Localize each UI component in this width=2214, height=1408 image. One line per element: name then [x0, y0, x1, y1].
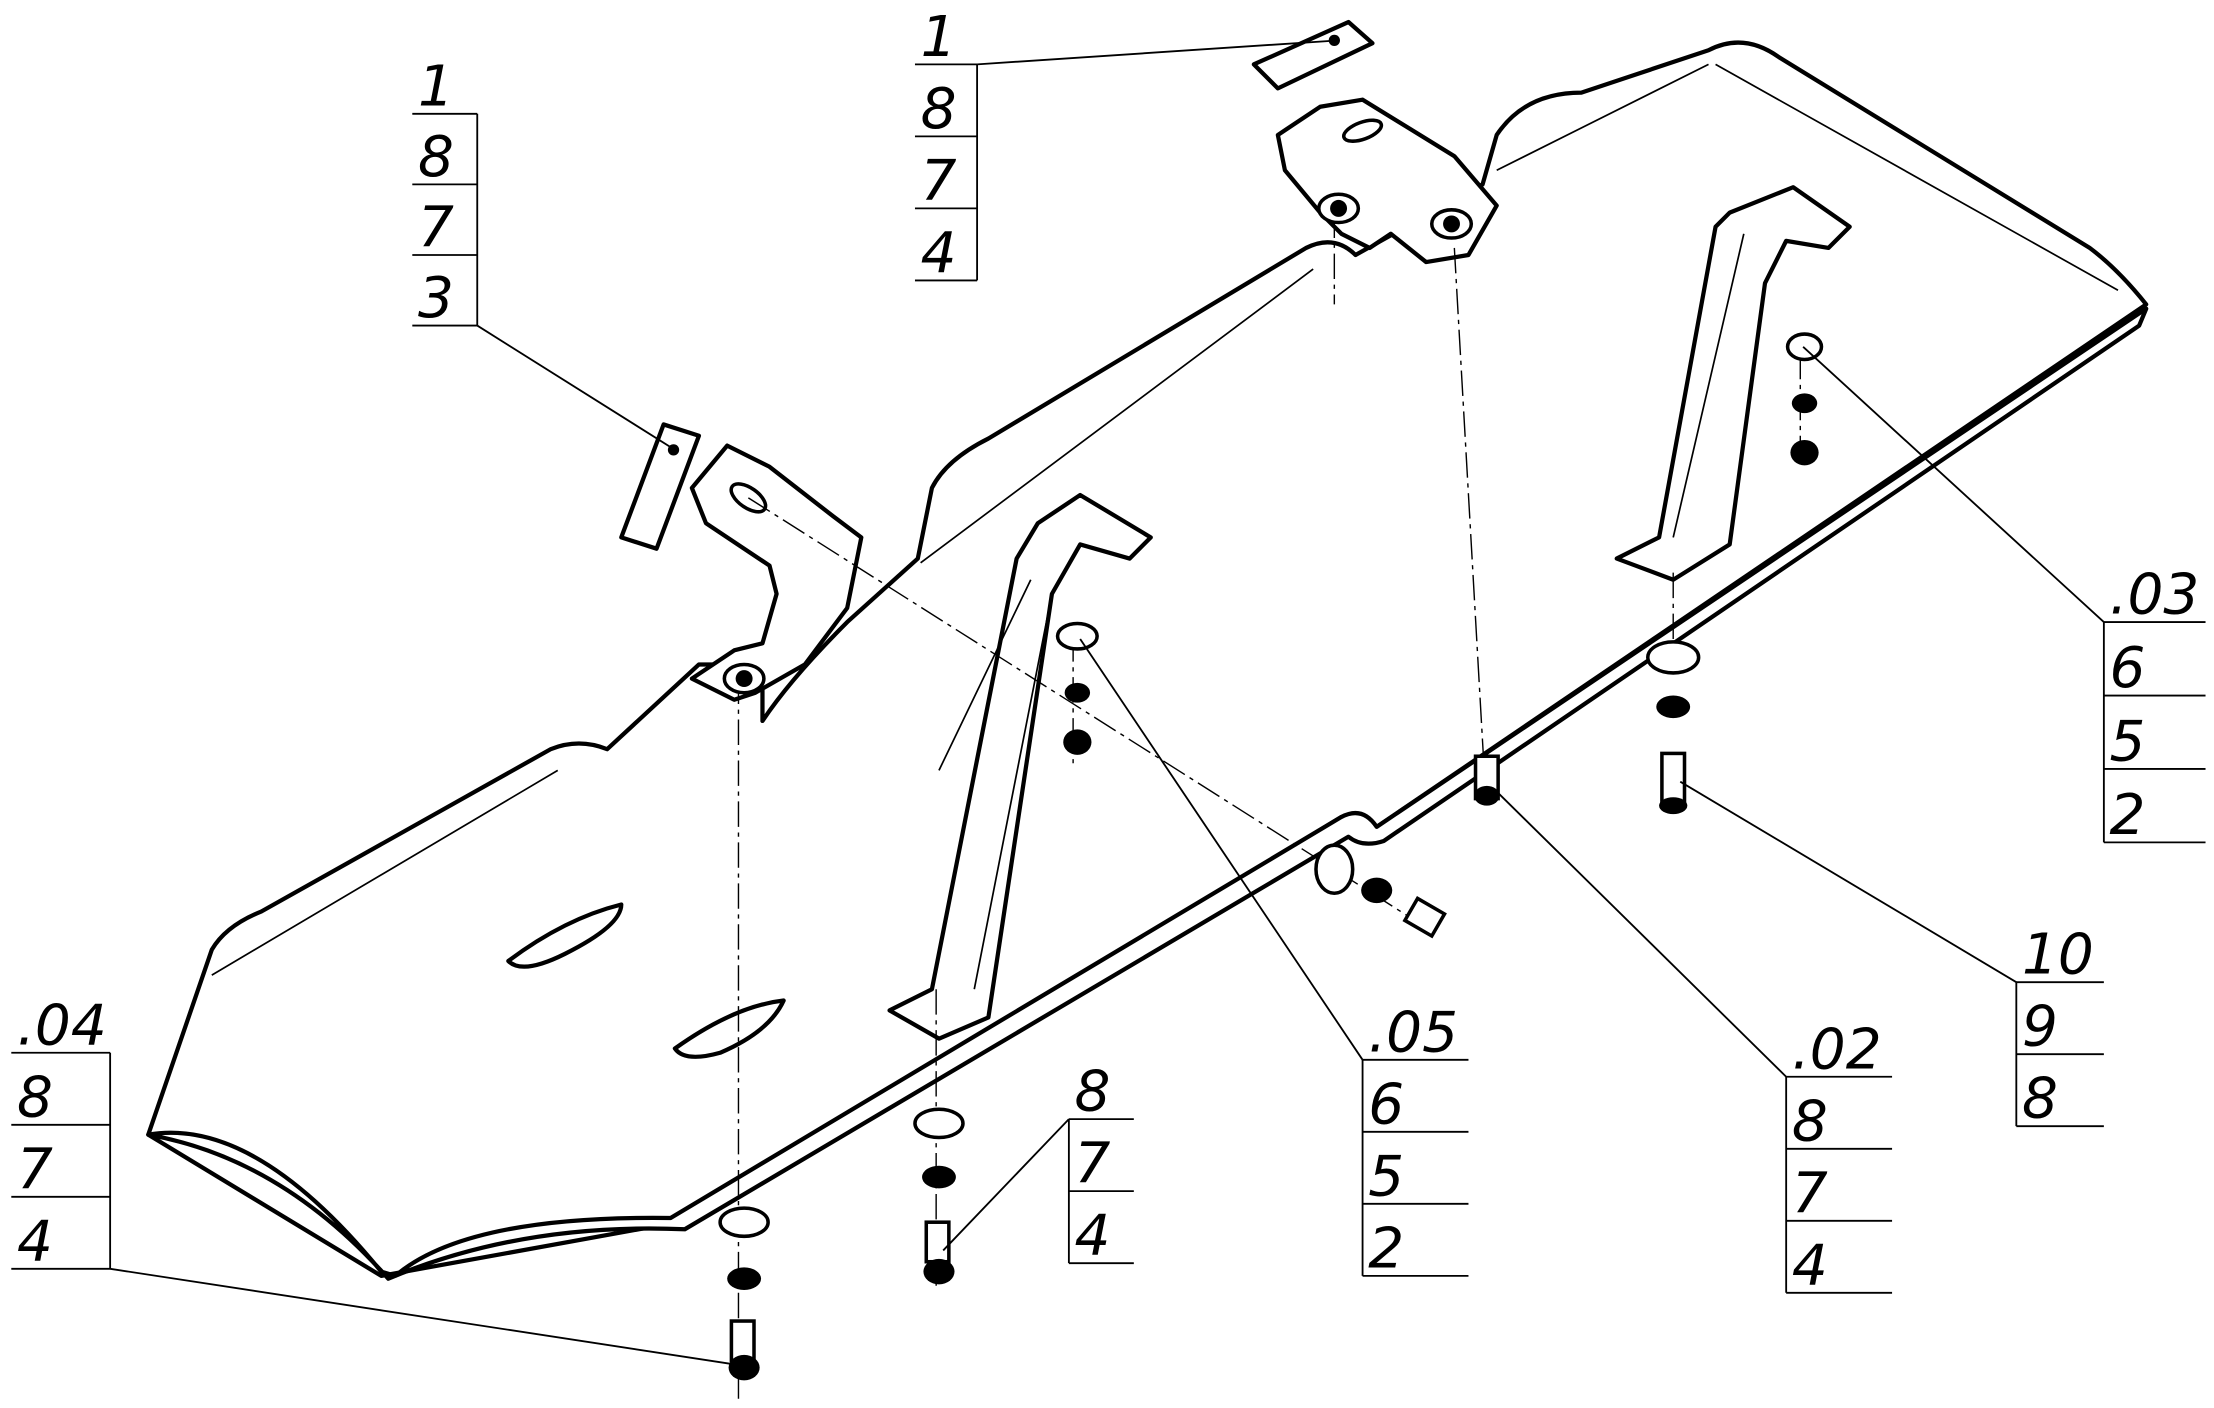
callout-e: .02 8 7 4 [1496, 790, 1893, 1298]
callout-label: .05 [1368, 1000, 1458, 1065]
leader-line [109, 1267, 738, 1366]
callout-label: .03 [2110, 563, 2200, 628]
bracket-front-left [887, 492, 1153, 1041]
callout-h: .04 8 7 4 [11, 993, 738, 1366]
callout-label: 8 [1792, 1089, 1828, 1154]
leader-line [1496, 790, 1787, 1078]
callout-label: 7 [1075, 1132, 1111, 1197]
callout-label: .04 [17, 993, 107, 1058]
callout-f: .05 6 5 2 [1079, 638, 1469, 1281]
callout-label: 4 [17, 1209, 53, 1274]
callout-label: 4 [921, 221, 957, 286]
callout-label: 7 [17, 1137, 53, 1202]
callout-label: 8 [2022, 1067, 2058, 1132]
callout-label: 6 [1368, 1072, 1404, 1137]
callout-label: 10 [2022, 923, 2094, 988]
callout-label: 7 [1792, 1161, 1828, 1226]
callout-label: 3 [418, 266, 454, 331]
callout-label: 9 [2022, 995, 2058, 1060]
callout-g: 8 7 4 [942, 1060, 1134, 1269]
leader-line [476, 324, 676, 451]
callout-label: 5 [1368, 1144, 1404, 1209]
skid-plate [146, 40, 2149, 1281]
leader-line [1679, 780, 2017, 983]
callout-label: 8 [1075, 1060, 1111, 1125]
callout-label: 1 [418, 54, 454, 119]
fasteners [718, 192, 1824, 1381]
callout-c: .03 6 5 2 [1802, 346, 2206, 848]
callout-label: 2 [2110, 783, 2146, 848]
callout-label: .02 [1792, 1017, 1882, 1082]
callout-label: 8 [921, 77, 957, 142]
callout-label: 7 [418, 196, 454, 261]
callout-label: 4 [1075, 1204, 1111, 1269]
leader-line [942, 1118, 1070, 1252]
callout-label: 8 [418, 125, 454, 190]
leader-line [1802, 346, 2105, 623]
callout-label: 5 [2110, 709, 2146, 774]
leader-line [1079, 638, 1364, 1061]
callout-label: 4 [1792, 1233, 1828, 1298]
callout-label: 7 [921, 149, 957, 214]
callout-d: 10 9 8 [1679, 780, 2104, 1132]
callout-label: 6 [2110, 636, 2146, 701]
callout-label: 8 [17, 1065, 53, 1130]
leader-line [977, 39, 1339, 66]
callout-label: 1 [921, 5, 957, 70]
bracket-left [619, 422, 864, 702]
callout-label: 2 [1368, 1216, 1404, 1281]
bracket-rear-right [1614, 185, 1852, 582]
